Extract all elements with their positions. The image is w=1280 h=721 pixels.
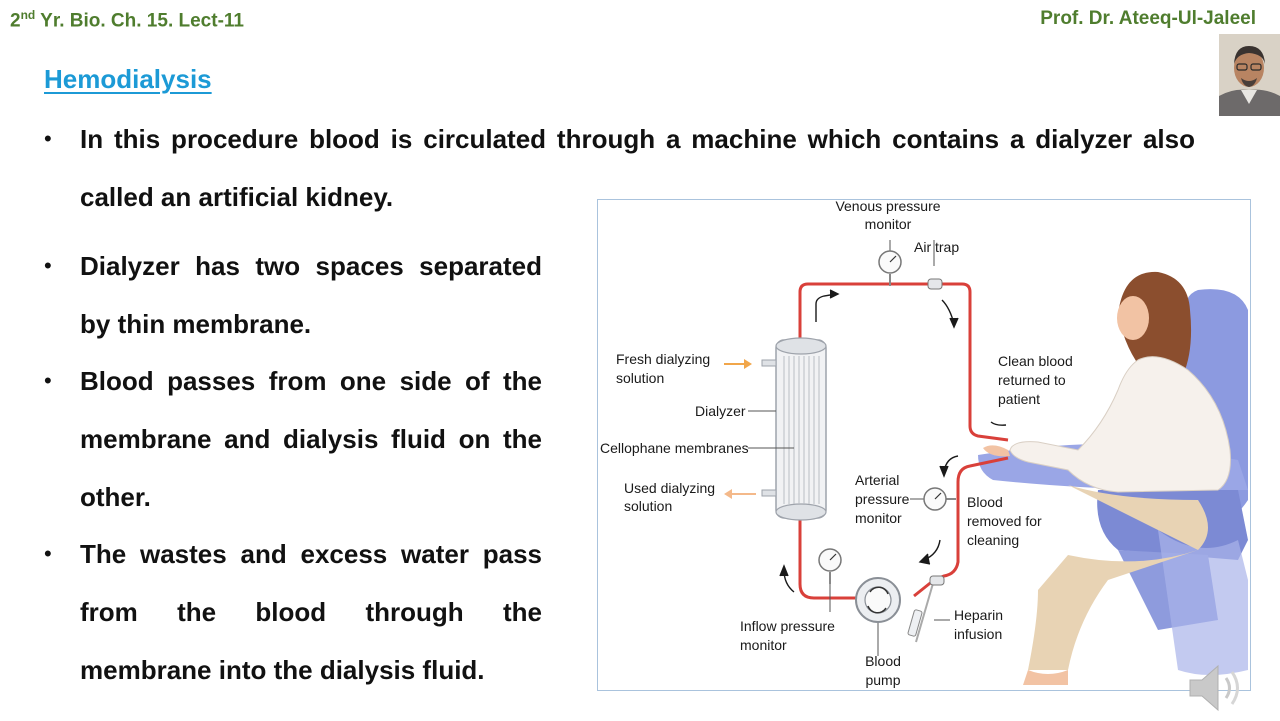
flow-arrows <box>779 289 1007 593</box>
label-fresh-line-2: solution <box>616 370 664 386</box>
presenter-photo <box>1219 34 1280 116</box>
label-venous-line-2: monitor <box>865 216 912 232</box>
label-arterial-line-1: Arterial <box>855 472 899 488</box>
label-dialyzer: Dialyzer <box>695 403 746 419</box>
inflow-gauge-icon <box>818 548 842 584</box>
air-trap-icon <box>927 278 943 290</box>
label-removed-line-3: cleaning <box>967 532 1019 548</box>
patient-figure <box>983 271 1231 685</box>
bullet-marker: • <box>44 541 52 566</box>
label-venous-line-1: Venous pressure <box>835 200 940 214</box>
label-arterial-line-3: monitor <box>855 510 902 526</box>
course-number-suffix: nd <box>20 8 36 22</box>
used-solution-arrow <box>724 489 756 499</box>
author-name: Prof. Dr. Ateeq-Ul-Jaleel <box>1040 8 1256 29</box>
label-used-line-1: Used dialyzing <box>624 480 715 496</box>
fresh-solution-arrow <box>724 359 752 369</box>
course-header: 2nd Yr. Bio. Ch. 15. Lect-11 <box>10 8 244 32</box>
venous-gauge-icon <box>878 250 902 286</box>
inflow-connector-icon <box>929 575 945 586</box>
bullet-text-2: Dialyzer has two spaces separated by thi… <box>80 251 542 339</box>
bullet-text-1: In this procedure blood is circulated th… <box>80 124 1195 212</box>
label-air-trap: Air trap <box>914 239 959 255</box>
bullet-marker: • <box>44 253 52 278</box>
audio-speaker-icon[interactable] <box>1186 660 1250 716</box>
course-info: Yr. Bio. Ch. 15. Lect-11 <box>35 10 244 32</box>
bullet-marker: • <box>44 368 52 393</box>
label-inflow-line-2: monitor <box>740 637 787 653</box>
leader-lines <box>748 240 950 656</box>
blood-tubing <box>798 282 1009 600</box>
label-used-line-2: solution <box>624 498 672 514</box>
label-fresh-line-1: Fresh dialyzing <box>616 351 710 367</box>
label-clean-line-1: Clean blood <box>998 353 1073 369</box>
course-number: 2 <box>10 10 21 32</box>
label-pump-line-1: Blood <box>865 653 901 669</box>
bullet-marker: • <box>44 126 52 151</box>
label-arterial-line-2: pressure <box>855 491 910 507</box>
slide-title: Hemodialysis <box>44 64 212 94</box>
bullet-text-4: The wastes and excess water pass from th… <box>80 539 542 685</box>
label-removed-line-1: Blood <box>967 494 1003 510</box>
label-cellophane: Cellophane membranes <box>600 440 749 456</box>
label-heparin-line-2: infusion <box>954 626 1002 642</box>
label-heparin-line-1: Heparin <box>954 607 1003 623</box>
label-inflow-line-1: Inflow pressure <box>740 618 835 634</box>
arterial-gauge-icon <box>923 487 956 511</box>
blood-pump-icon <box>855 577 901 623</box>
label-clean-line-2: returned to <box>998 372 1066 388</box>
label-clean-line-3: patient <box>998 391 1040 407</box>
label-removed-line-2: removed for <box>967 513 1042 529</box>
hemodialysis-diagram: Venous pressure monitor Air trap Fresh d… <box>597 199 1251 691</box>
label-pump-line-2: pump <box>865 672 900 688</box>
dialyzer-unit <box>761 337 827 521</box>
diagram-svg: Venous pressure monitor Air trap Fresh d… <box>600 200 1248 688</box>
heparin-syringe-icon <box>907 579 935 643</box>
bullet-text-3: Blood passes from one side of the membra… <box>80 366 542 512</box>
